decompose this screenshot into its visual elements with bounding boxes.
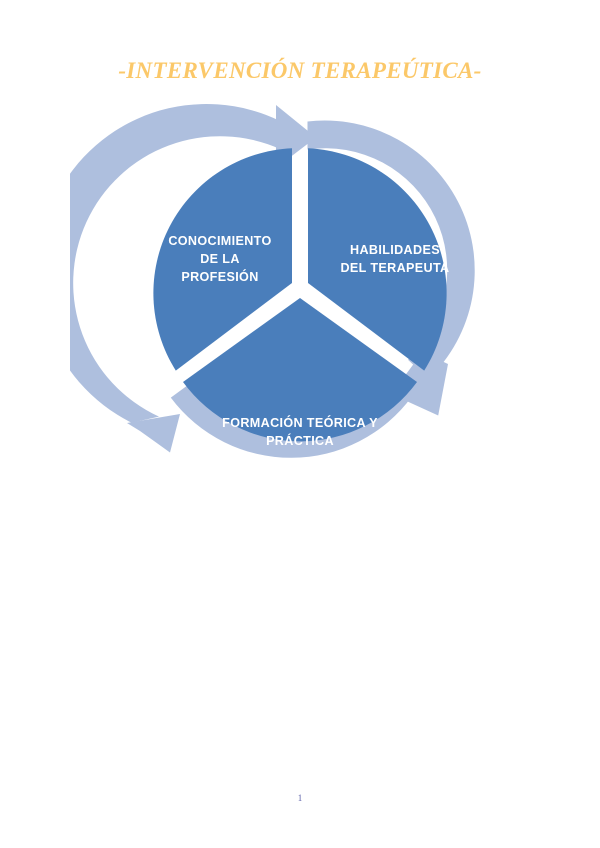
segment-labels-group: CONOCIMIENTO DE LA PROFESIÓN HABILIDADES… — [168, 234, 449, 448]
segment-formacion[interactable] — [183, 298, 417, 442]
label-conocimiento: CONOCIMIENTO DE LA PROFESIÓN — [168, 234, 271, 284]
label-habilidades-line-2: DEL TERAPEUTA — [340, 261, 449, 275]
cycle-diagram-svg: CONOCIMIENTO DE LA PROFESIÓN HABILIDADES… — [70, 104, 475, 458]
label-conocimiento-line-2: DE LA — [200, 252, 240, 266]
page-title: -INTERVENCIÓN TERAPEÚTICA- — [118, 58, 482, 83]
label-habilidades-line-1: HABILIDADES — [350, 243, 440, 257]
label-formacion-line-2: PRÁCTICA — [266, 433, 334, 448]
label-conocimiento-line-1: CONOCIMIENTO — [168, 234, 271, 248]
page-number: 1 — [297, 793, 303, 803]
cycle-segments-group — [153, 148, 447, 442]
cycle-diagram: CONOCIMIENTO DE LA PROFESIÓN HABILIDADES… — [70, 100, 530, 500]
segment-habilidades[interactable] — [308, 148, 447, 371]
segment-conocimiento[interactable] — [153, 148, 292, 371]
arrow-bottom-left — [127, 380, 412, 458]
label-formacion-line-1: FORMACIÓN TEÓRICA Y — [222, 415, 378, 430]
label-formacion: FORMACIÓN TEÓRICA Y PRÁCTICA — [222, 415, 378, 448]
label-habilidades: HABILIDADES DEL TERAPEUTA — [340, 243, 449, 275]
cycle-arrows-group — [70, 104, 475, 458]
label-conocimiento-line-3: PROFESIÓN — [181, 269, 258, 284]
